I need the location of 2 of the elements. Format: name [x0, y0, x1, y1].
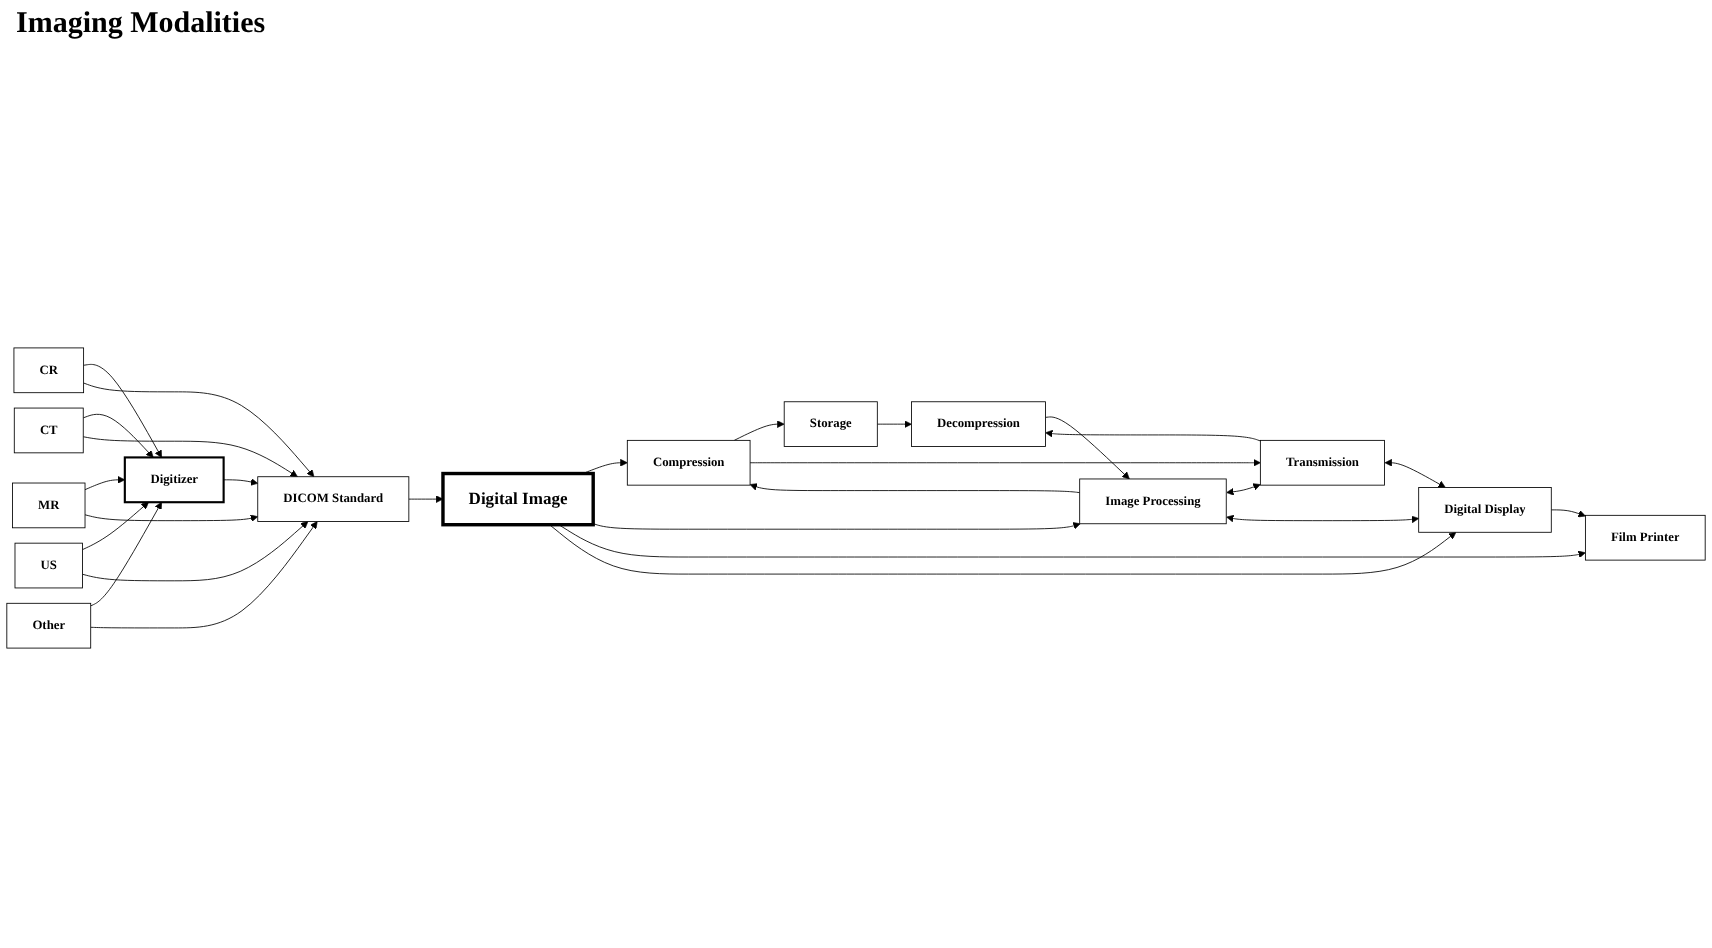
diagram-title: Imaging Modalities	[16, 8, 266, 42]
node-box: Digital Image	[441, 471, 595, 527]
